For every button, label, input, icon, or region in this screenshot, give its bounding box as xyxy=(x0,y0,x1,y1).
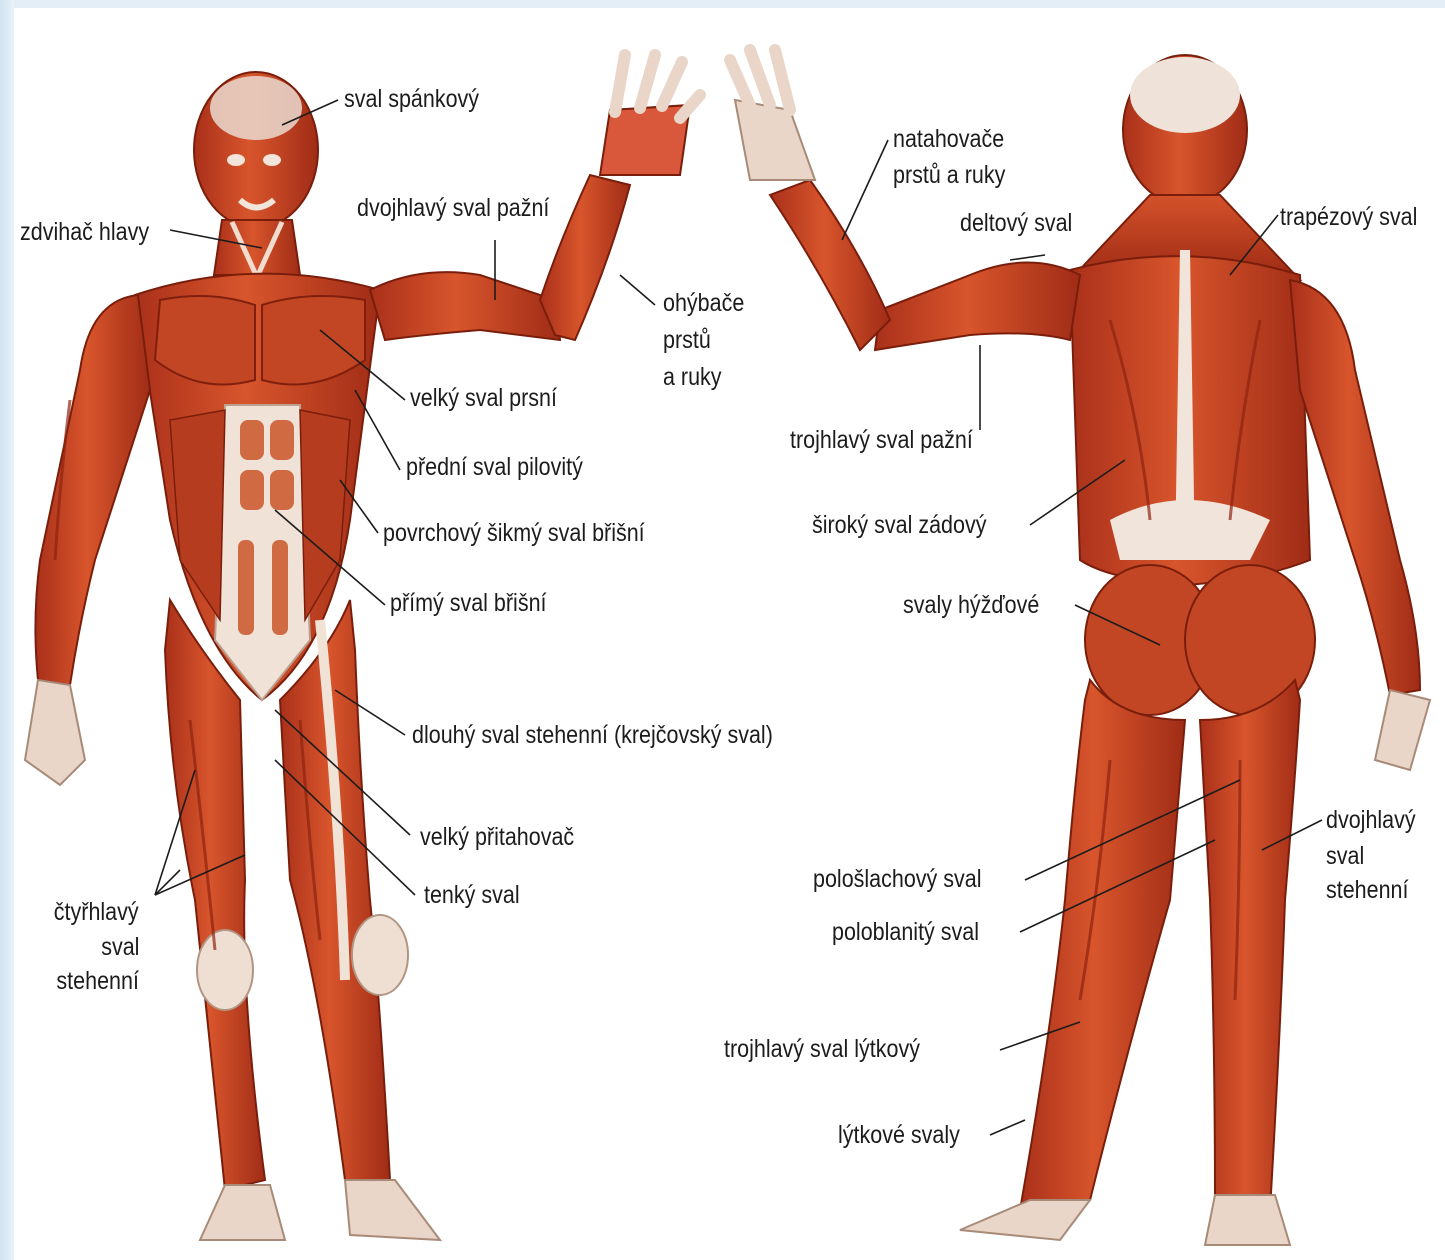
label-predni-sval-pilovity: přední sval pilovitý xyxy=(406,452,583,483)
label-a-ruky: a ruky xyxy=(663,362,722,393)
label-poloblanity-sval: poloblanitý sval xyxy=(832,917,979,948)
label-primy-sval-brisni: přímý sval břišní xyxy=(390,588,547,619)
label-dlouhy-sval-stehenni: dlouhý sval stehenní (krejčovský sval) xyxy=(412,720,773,751)
label-ctyrhlavy-sval: sval xyxy=(101,932,139,963)
label-prstu: prstů xyxy=(663,325,711,356)
label-tenky-sval: tenký sval xyxy=(424,880,520,911)
label-trojhlavy-sval-pazni: trojhlavý sval pažní xyxy=(790,425,973,456)
label-poloslachovy-sval: pološlachový sval xyxy=(813,864,982,895)
label-natahovace: natahovače xyxy=(893,124,1004,155)
label-lytkove-svaly: lýtkové svaly xyxy=(838,1120,960,1151)
label-velky-pritahovac: velký přitahovač xyxy=(420,822,574,853)
label-dvojhlavy-sval-pazni: dvojhlavý sval pažní xyxy=(357,193,549,224)
label-trapezovy-sval: trapézový sval xyxy=(1280,202,1417,233)
label-povrchovy-sikmy-sval-brisni: povrchový šikmý sval břišní xyxy=(383,518,645,549)
label-deltovy-sval: deltový sval xyxy=(960,208,1072,239)
label-sval-spankovy: sval spánkový xyxy=(344,84,479,115)
label-ohybace: ohýbače xyxy=(663,288,744,319)
label-trojhlavy-sval-lytkovy: trojhlavý sval lýtkový xyxy=(724,1034,920,1065)
label-zdvihac-hlavy: zdvihač hlavy xyxy=(20,217,149,248)
label-prstu-a-ruky: prstů a ruky xyxy=(893,160,1005,191)
label-ctyrhlavy: čtyřhlavý xyxy=(54,897,139,928)
label-dvojhlavy: dvojhlavý xyxy=(1326,805,1416,836)
label-dvojhlavy-stehenni: stehenní xyxy=(1326,875,1408,906)
label-svaly-hyzdove: svaly hýžďové xyxy=(903,590,1039,621)
label-siroky-sval-zadovy: široký sval zádový xyxy=(812,510,986,541)
label-ctyrhlavy-stehenni: stehenní xyxy=(57,966,139,997)
label-dvojhlavy-sval: sval xyxy=(1326,841,1364,872)
label-velky-sval-prsni: velký sval prsní xyxy=(410,383,557,414)
